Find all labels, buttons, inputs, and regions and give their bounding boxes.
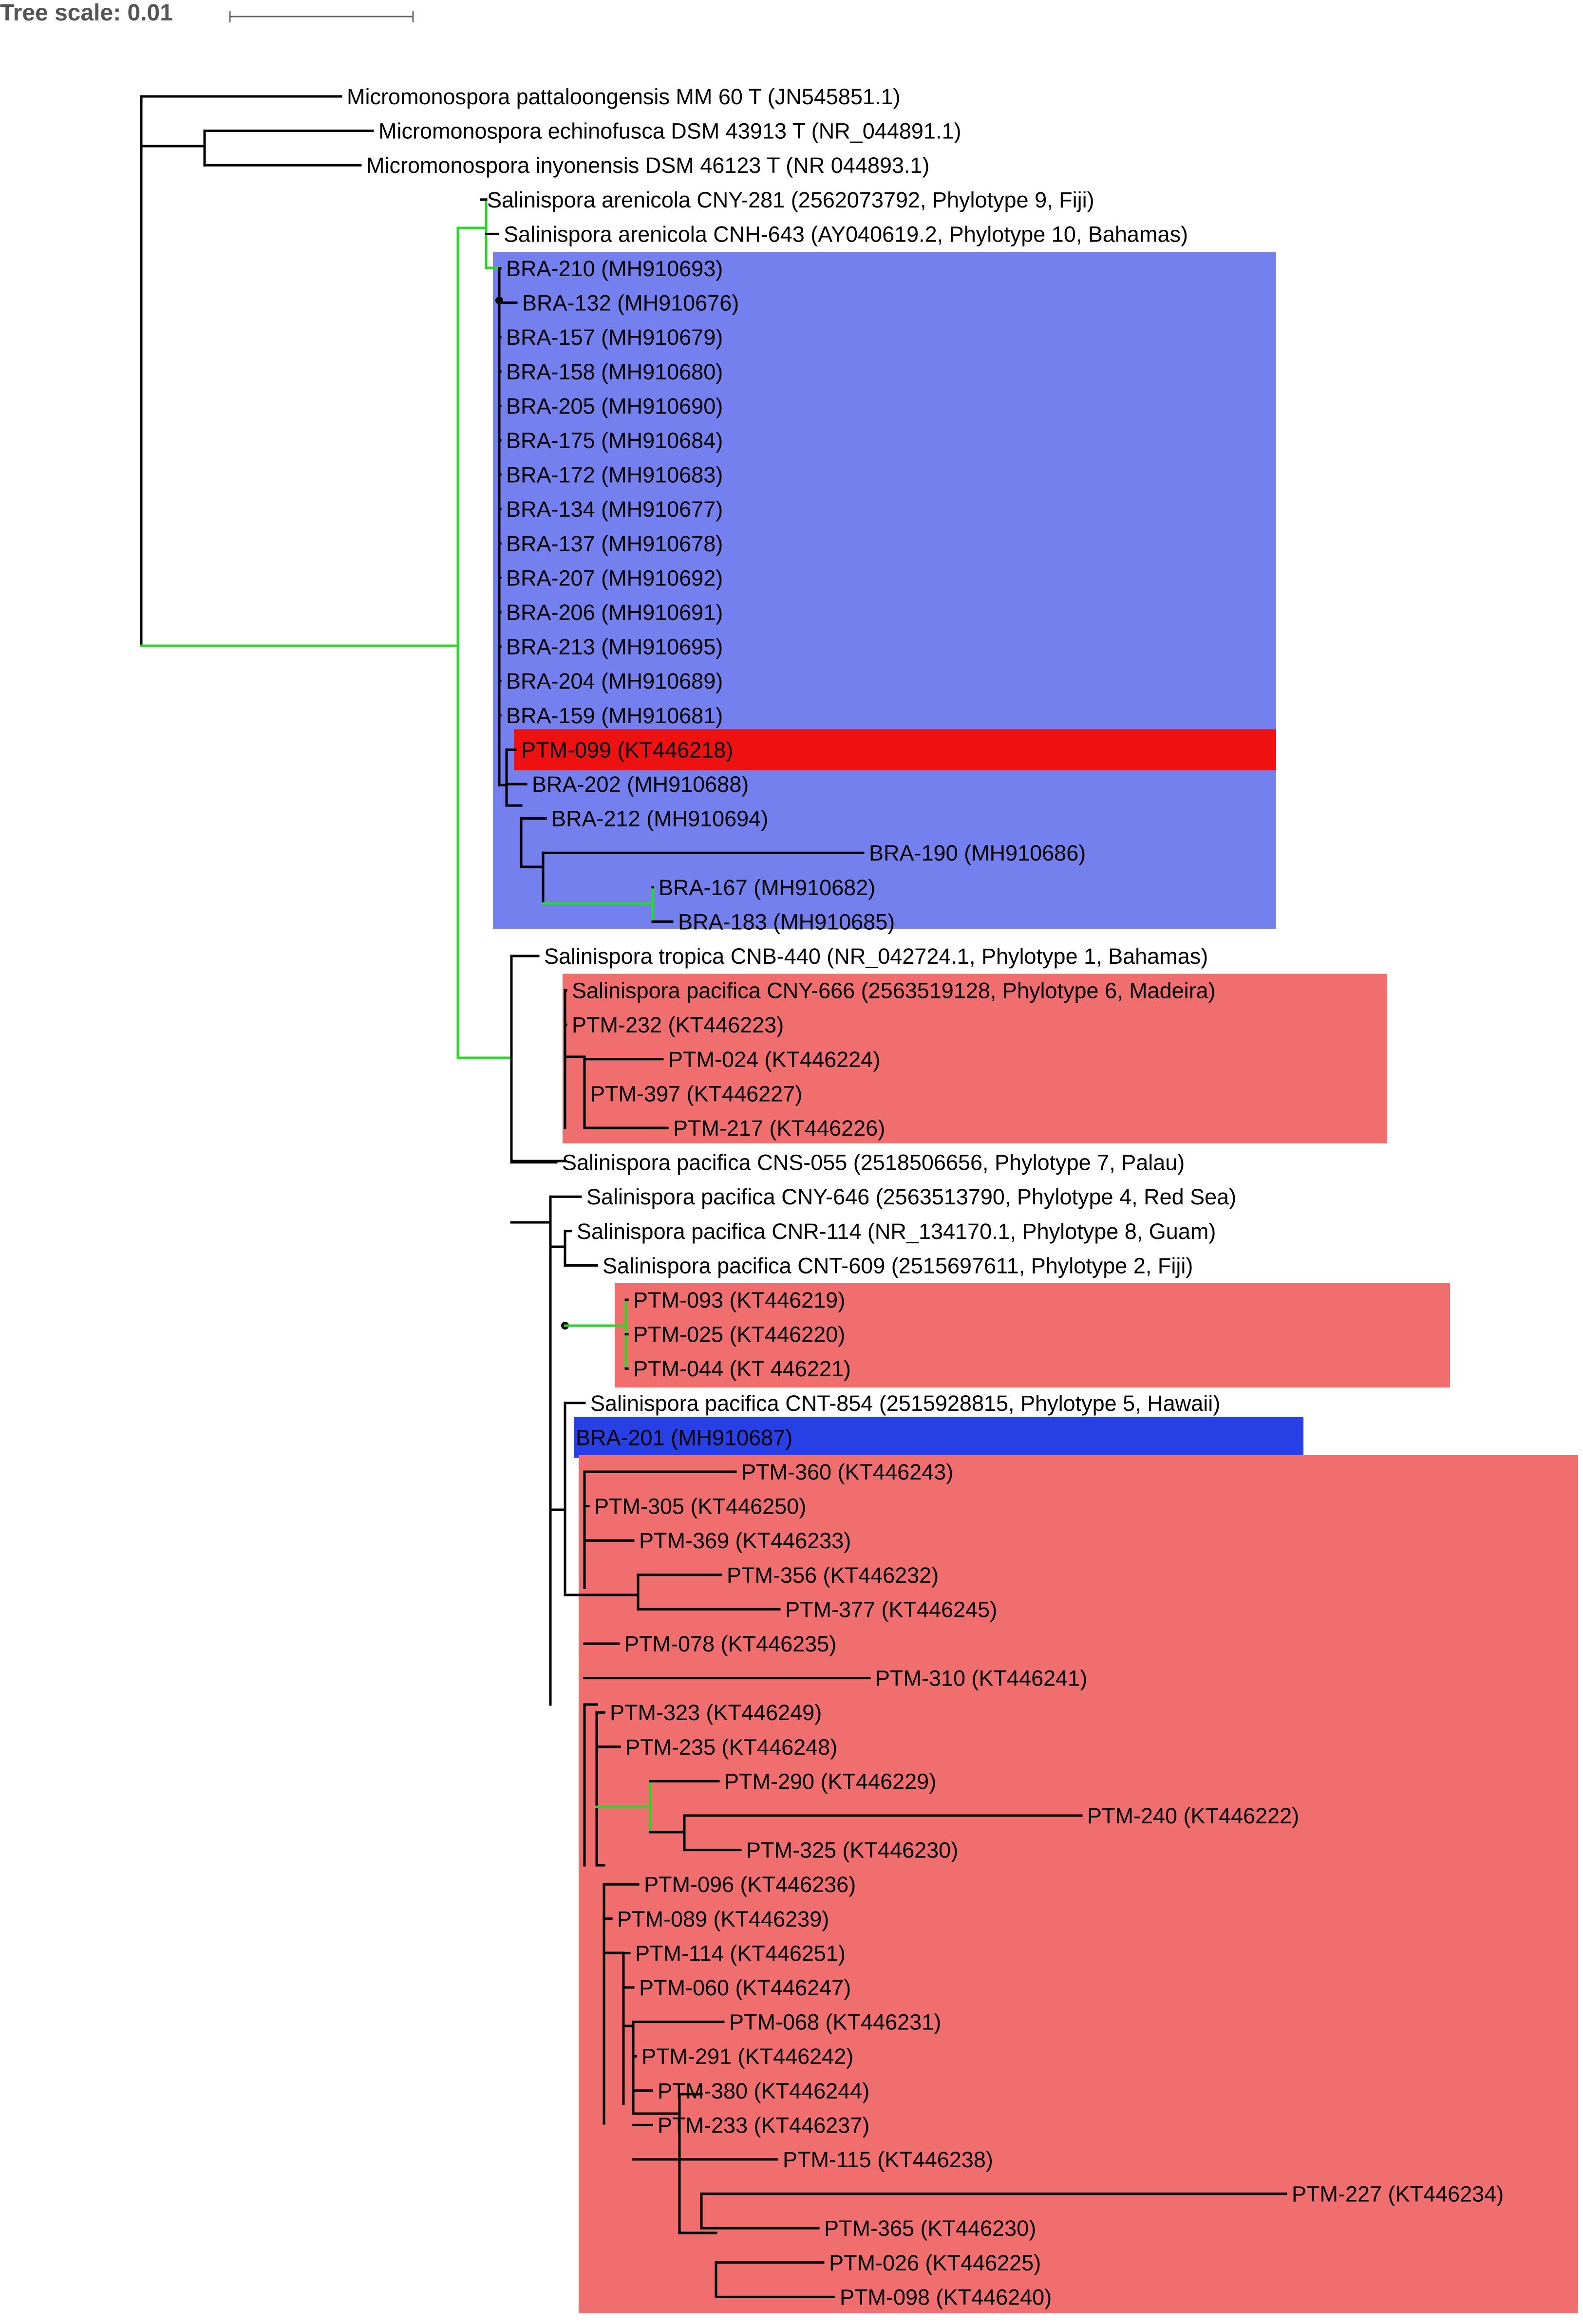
leaf-label: PTM-290 (KT446229) <box>724 1769 936 1794</box>
leaf-label: Salinispora pacifica CNT-609 (2515697611… <box>603 1253 1193 1278</box>
leaf-label: BRA-134 (MH910677) <box>506 497 723 522</box>
leaf-label: BRA-213 (MH910695) <box>506 635 723 659</box>
leaf-label: Salinispora pacifica CNY-666 (2563519128… <box>572 978 1216 1003</box>
clade-highlight-bra <box>493 252 1276 929</box>
tree-scale-bar <box>229 11 414 22</box>
leaf-label: PTM-227 (KT446234) <box>1292 2182 1504 2207</box>
leaf-label: PTM-024 (KT446224) <box>668 1047 880 1072</box>
leaf-label: PTM-217 (KT446226) <box>673 1116 885 1141</box>
clade-highlights <box>493 252 1578 2313</box>
clade-highlight-ptm-099 <box>514 729 1276 770</box>
leaf-label: PTM-098 (KT446240) <box>840 2285 1052 2309</box>
leaf-label: PTM-240 (KT446222) <box>1087 1803 1299 1828</box>
leaf-label: PTM-025 (KT446220) <box>633 1322 845 1347</box>
leaf-label: PTM-291 (KT446242) <box>641 2044 853 2069</box>
leaf-label: PTM-360 (KT446243) <box>741 1460 953 1484</box>
leaf-label: BRA-158 (MH910680) <box>506 359 723 384</box>
leaf-label: BRA-132 (MH910676) <box>522 291 739 316</box>
leaf-label: PTM-369 (KT446233) <box>639 1528 851 1553</box>
leaf-label: BRA-157 (MH910679) <box>506 325 723 350</box>
leaf-label: PTM-397 (KT446227) <box>590 1081 802 1106</box>
leaf-label: BRA-204 (MH910689) <box>506 669 723 693</box>
leaf-label: Salinispora pacifica CNS-055 (2518506656… <box>562 1150 1185 1175</box>
leaf-label: BRA-205 (MH910690) <box>506 394 723 418</box>
leaf-label: PTM-380 (KT446244) <box>658 2079 869 2103</box>
leaf-label: PTM-323 (KT446249) <box>610 1700 822 1725</box>
leaf-label: Micromonospora pattaloongensis MM 60 T (… <box>347 84 900 109</box>
leaf-label: PTM-114 (KT446251) <box>635 1941 846 1966</box>
leaf-label: PTM-356 (KT446232) <box>727 1563 939 1588</box>
tree-branches <box>140 95 1287 2298</box>
leaf-label: BRA-137 (MH910678) <box>506 531 723 556</box>
tree-scale-label: Tree scale: 0.01 <box>0 0 173 26</box>
leaf-label: Micromonospora inyonensis DSM 46123 T (N… <box>366 153 929 178</box>
leaf-label: PTM-235 (KT446248) <box>625 1735 837 1760</box>
leaf-label: Salinispora pacifica CNR-114 (NR_134170.… <box>577 1219 1216 1244</box>
leaf-label: PTM-093 (KT446219) <box>633 1288 845 1312</box>
leaf-label: PTM-365 (KT446230) <box>824 2216 1036 2241</box>
leaf-label: PTM-078 (KT446235) <box>624 1631 836 1656</box>
leaf-label: Salinispora tropica CNB-440 (NR_042724.1… <box>544 944 1208 969</box>
leaf-label: BRA-172 (MH910683) <box>506 463 723 487</box>
leaf-label: PTM-096 (KT446236) <box>644 1872 856 1897</box>
leaf-label: BRA-206 (MH910691) <box>506 600 723 625</box>
leaf-label: BRA-159 (MH910681) <box>506 703 723 728</box>
leaf-label: PTM-325 (KT446230) <box>746 1838 958 1863</box>
leaf-label: BRA-207 (MH910692) <box>506 565 723 590</box>
leaf-label: PTM-305 (KT446250) <box>594 1494 806 1519</box>
leaf-label: PTM-026 (KT446225) <box>829 2250 1041 2275</box>
leaf-label: BRA-190 (MH910686) <box>869 841 1086 865</box>
leaf-label: BRA-210 (MH910693) <box>506 256 723 281</box>
tree-scale: Tree scale: 0.01 <box>0 0 414 26</box>
clade-highlight-pacifica-cny-666 <box>563 974 1387 1143</box>
leaf-label: BRA-202 (MH910688) <box>532 772 749 797</box>
leaf-label: PTM-115 (KT446238) <box>783 2147 993 2172</box>
leaf-label: Salinispora arenicola CNY-281 (256207379… <box>487 187 1094 212</box>
clade-highlight-bra-201 <box>574 1417 1303 1458</box>
leaf-label: PTM-099 (KT446218) <box>521 737 733 762</box>
leaf-label: PTM-068 (KT446231) <box>729 2010 941 2035</box>
leaf-label: PTM-310 (KT446241) <box>875 1666 1087 1691</box>
leaf-label: BRA-175 (MH910684) <box>506 428 723 453</box>
leaf-labels: Micromonospora pattaloongensis MM 60 T (… <box>347 84 1504 2309</box>
clade-highlight-ptm-large <box>579 1455 1578 2313</box>
leaf-label: PTM-233 (KT446237) <box>658 2113 869 2137</box>
leaf-label: Salinispora arenicola CNH-643 (AY040619.… <box>504 222 1188 246</box>
leaf-label: Salinispora pacifica CNT-854 (2515928815… <box>590 1391 1220 1416</box>
leaf-label: BRA-167 (MH910682) <box>659 875 875 900</box>
leaf-label: PTM-232 (KT446223) <box>572 1012 784 1037</box>
leaf-label: BRA-201 (MH910687) <box>576 1425 792 1450</box>
leaf-label: Salinispora pacifica CNY-646 (2563513790… <box>586 1184 1236 1209</box>
clade-highlight-ptm-093 <box>615 1283 1450 1387</box>
leaf-label: Micromonospora echinofusca DSM 43913 T (… <box>378 119 961 144</box>
leaf-label: BRA-183 (MH910685) <box>678 909 895 934</box>
leaf-label: PTM-060 (KT446247) <box>639 1975 851 2000</box>
leaf-label: BRA-212 (MH910694) <box>551 806 768 831</box>
leaf-label: PTM-377 (KT446245) <box>785 1597 997 1622</box>
leaf-label: PTM-089 (KT446239) <box>617 1907 829 1931</box>
leaf-label: PTM-044 (KT 446221) <box>633 1356 851 1381</box>
